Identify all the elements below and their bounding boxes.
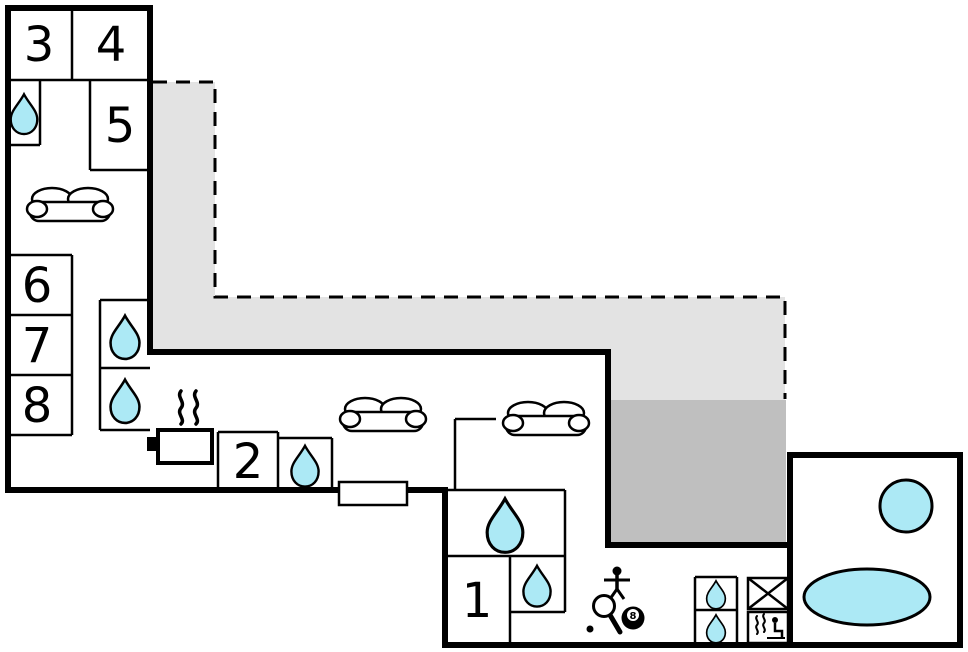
sofa-icon: [501, 400, 591, 437]
table-tennis-paddle-icon: [592, 594, 623, 635]
round-tub-icon: [878, 478, 934, 534]
smoke-squiggles: [177, 389, 200, 426]
hearth: [156, 428, 214, 465]
sofa-icon: [25, 186, 115, 223]
oval-pool-icon: [802, 567, 932, 627]
room-2-label: 2: [233, 434, 264, 490]
room-4-label: 4: [96, 17, 127, 73]
room-3-label: 3: [24, 17, 55, 73]
room-6-label: 6: [22, 258, 53, 314]
interior-walls: [8, 8, 739, 645]
eight-ball-label: 8: [630, 611, 637, 622]
table-tennis-ball-icon: [586, 625, 594, 633]
room-1-label: 1: [462, 573, 493, 629]
fireplace-icon: [147, 389, 214, 465]
sofa-icon: [338, 396, 428, 433]
sauna-icon: [746, 610, 790, 645]
terrace-dashed-boundary: [153, 80, 787, 399]
room-8-label: 8: [22, 378, 53, 434]
lower-terrace: [608, 400, 786, 545]
x-marked-box-icon: [746, 576, 790, 611]
upper-terrace: [150, 82, 785, 400]
threshold-step: [337, 480, 409, 507]
room-5-label: 5: [105, 98, 136, 154]
room-7-label: 7: [22, 318, 53, 374]
eight-ball-icon: 8: [621, 606, 645, 630]
